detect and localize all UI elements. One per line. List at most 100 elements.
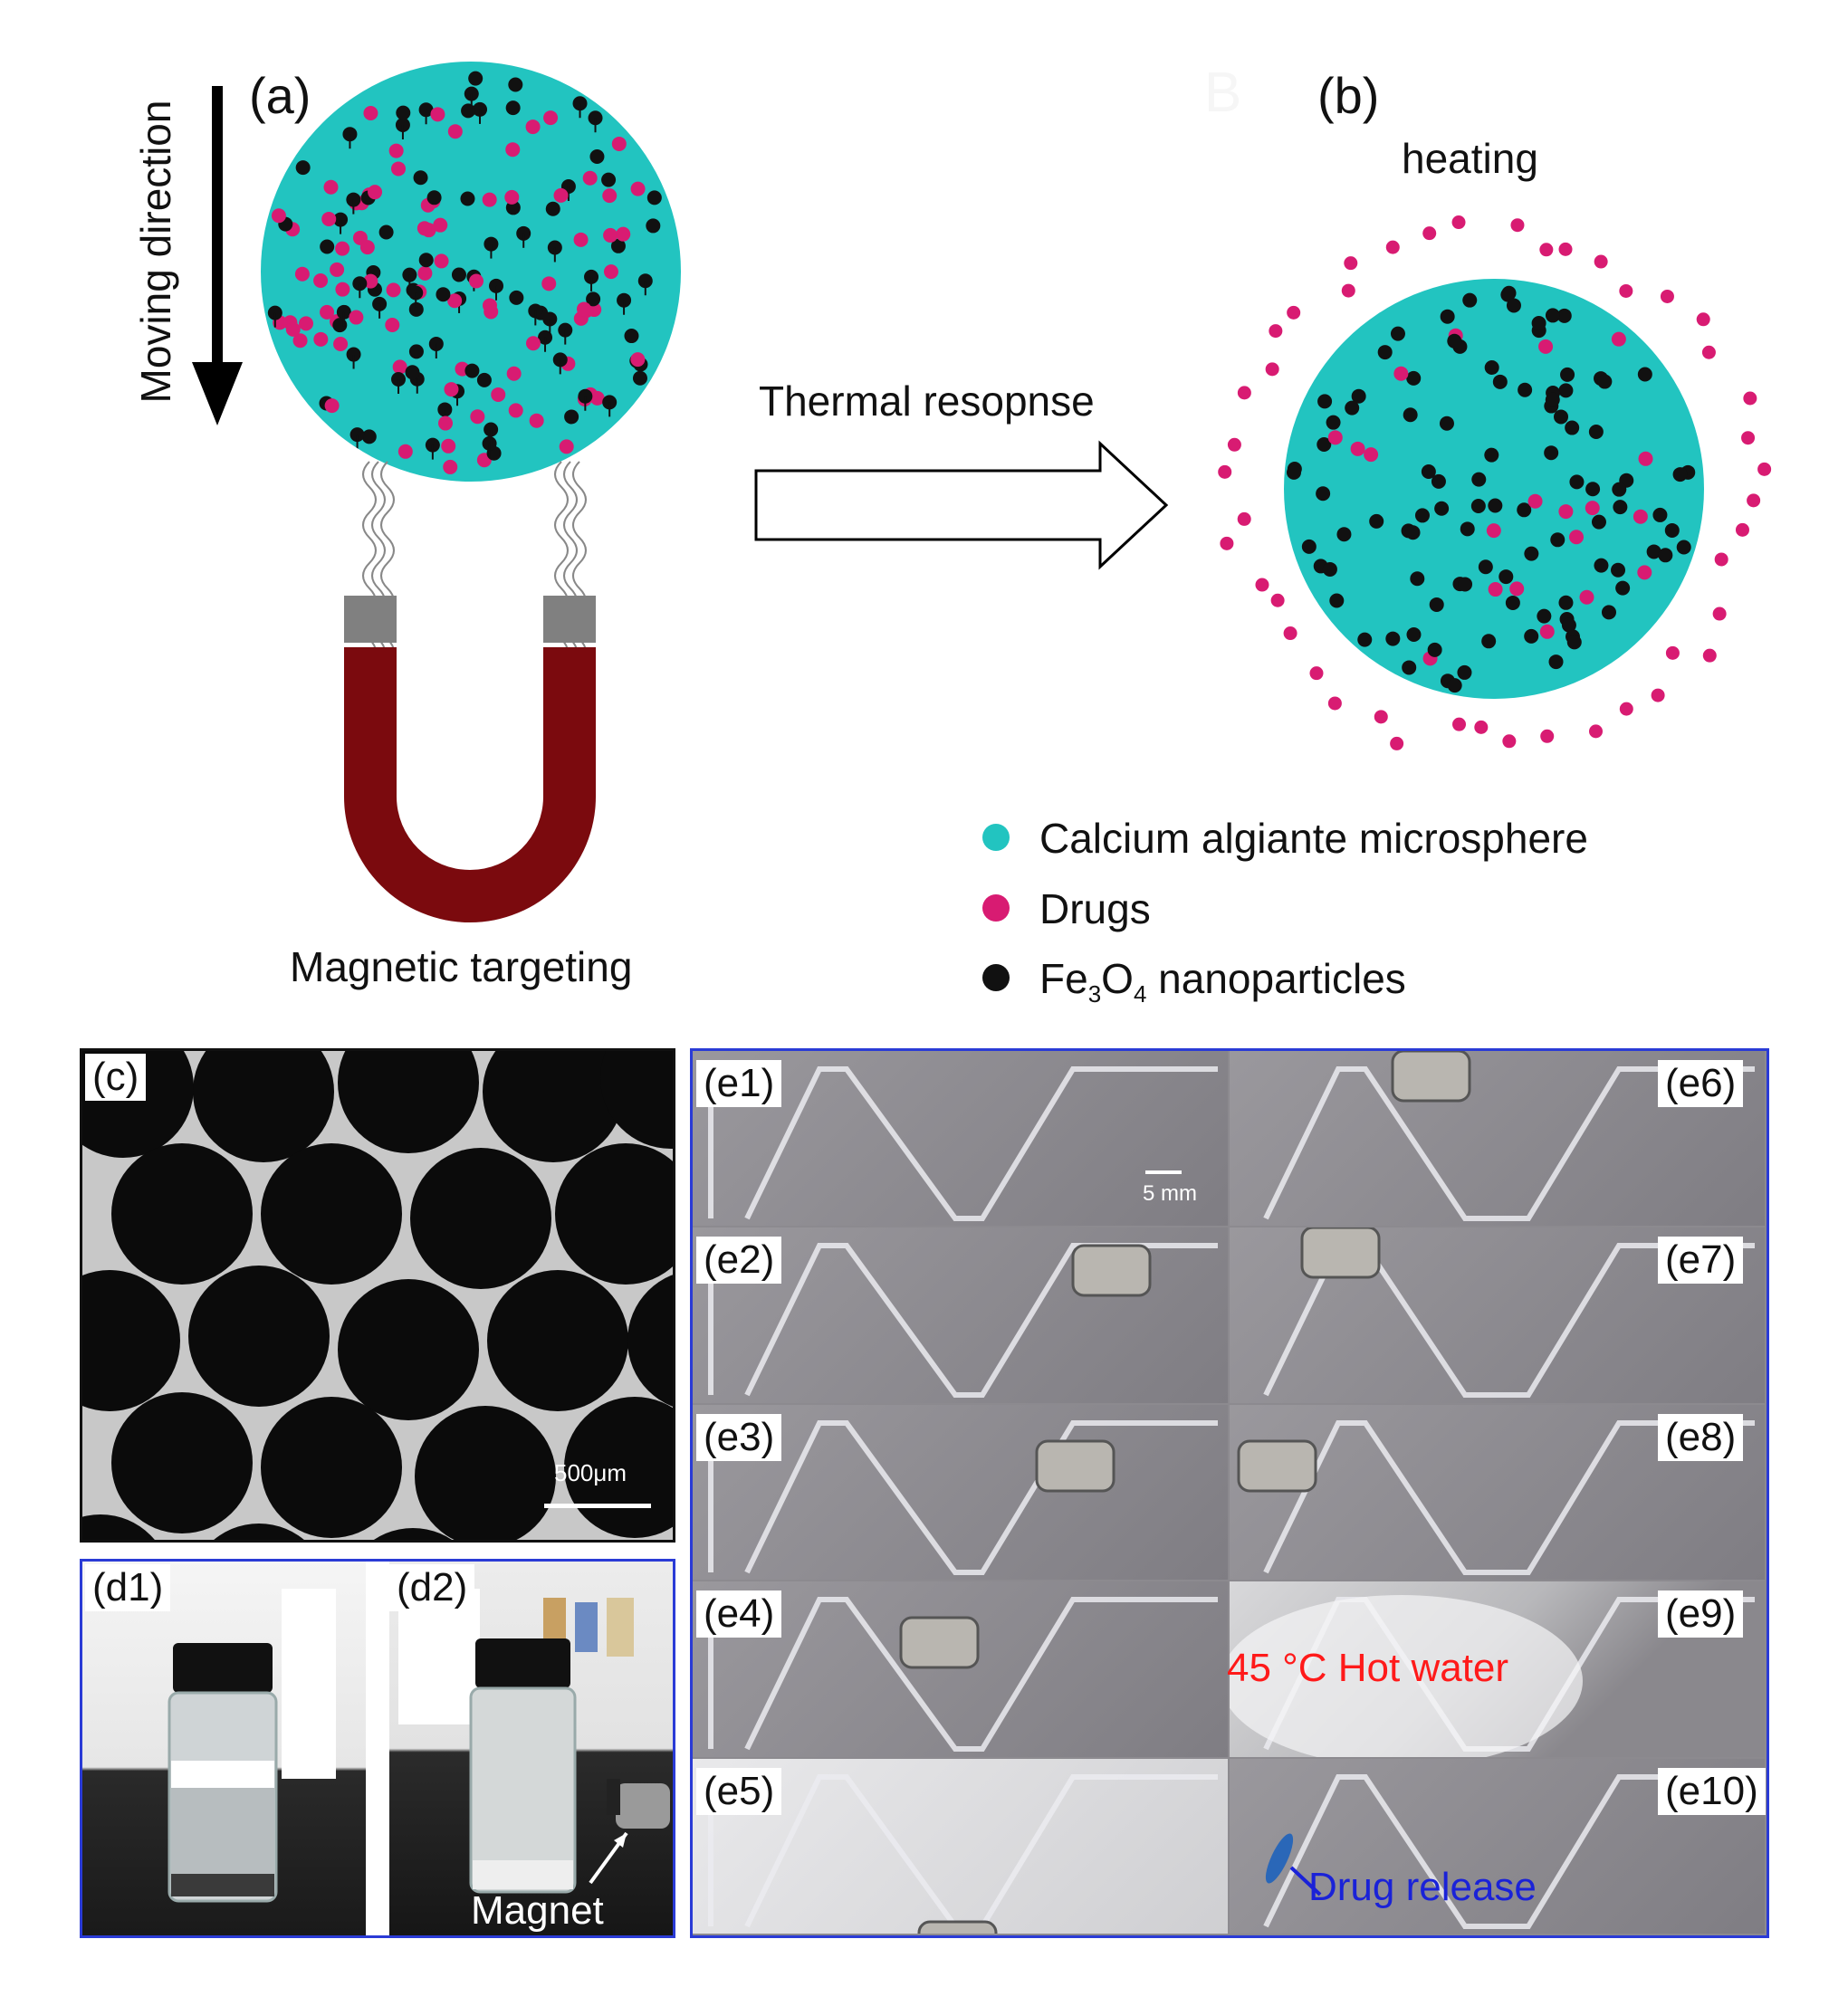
drug-particle (363, 105, 378, 120)
glass-tube (708, 1066, 1218, 1221)
drug-particle (1637, 565, 1652, 580)
nanoparticle (1558, 383, 1574, 398)
vial-d2 (398, 1589, 670, 1894)
drug-particle (1585, 501, 1600, 516)
tube-drawing (1237, 1419, 1755, 1575)
microsphere-b (1284, 279, 1704, 699)
drug-particle (508, 403, 523, 418)
glass-tube (1263, 1419, 1755, 1575)
nanoparticle (1484, 447, 1499, 463)
nanoparticle (1537, 608, 1552, 624)
nanoparticle (509, 290, 524, 305)
nanoparticle (1646, 544, 1661, 559)
nanoparticle (1329, 593, 1345, 608)
tube-drawing (1230, 1595, 1755, 1757)
legend-dot-nanoparticle (982, 964, 1010, 991)
released-drug-particle (1327, 696, 1342, 711)
released-drug-particle (1218, 464, 1232, 479)
released-drug-particle (1341, 283, 1355, 298)
drug-particle (603, 264, 618, 280)
nanoparticle (476, 372, 492, 387)
drug-particle (1538, 339, 1554, 354)
hot-water-label: 45 °C Hot water (1227, 1646, 1509, 1690)
scale-bar-e (1145, 1170, 1182, 1174)
nanoparticle (1637, 367, 1652, 382)
drug-particle (616, 226, 631, 242)
nanoparticle (361, 429, 377, 444)
nanoparticle (295, 160, 311, 176)
nanoparticle (378, 224, 394, 240)
legend-label-nanoparticles: Fe3O4 nanoparticles (1039, 955, 1406, 1008)
panel-a-label: (a) (249, 67, 311, 124)
tube-drawing (1263, 1773, 1755, 1929)
drug-particle (525, 119, 541, 135)
panel-c-micrograph (80, 1048, 675, 1543)
drug-particle (603, 227, 618, 243)
panel-e1-photo (693, 1051, 1228, 1227)
nanoparticle (1565, 420, 1580, 435)
drug-particle (630, 352, 646, 368)
nanoparticle (1566, 635, 1582, 650)
nanoparticle (1405, 525, 1421, 540)
cylinder-magnet (1300, 1227, 1381, 1279)
released-drug-particle (1220, 536, 1234, 550)
nanoparticle (508, 77, 523, 92)
nanoparticle (1531, 316, 1546, 331)
nanoparticle (464, 363, 480, 378)
released-drug-particle (1502, 734, 1517, 749)
panel-e5-photo (693, 1758, 1228, 1934)
panel-d1-photo (82, 1562, 366, 1935)
nanoparticle (632, 370, 647, 386)
released-drug-particle (1510, 218, 1525, 233)
drug-particle (392, 359, 407, 375)
drug-particle (285, 321, 301, 337)
nanoparticle (1301, 539, 1317, 554)
drug-particle (630, 181, 646, 196)
panel-c-label: (c) (85, 1054, 147, 1101)
nanoparticle (1458, 577, 1473, 592)
released-drug-particle (1390, 736, 1404, 750)
nanoparticle (1672, 467, 1688, 482)
drug-particle (330, 262, 345, 277)
magnet-body (344, 647, 596, 922)
nanoparticle (1478, 559, 1493, 575)
hot-water-bag (1230, 1595, 1583, 1757)
released-drug-particle (1619, 702, 1633, 716)
drug-particle (482, 192, 497, 207)
panel-e2-label: (e2) (696, 1237, 782, 1285)
nanoparticle (1594, 558, 1609, 573)
released-drug-particle (1701, 345, 1716, 359)
nanoparticle (624, 329, 639, 344)
nanoparticle (1427, 642, 1442, 657)
released-drug-particle (1696, 312, 1710, 327)
nanoparticle (1447, 678, 1462, 693)
drug-particle (386, 282, 401, 298)
nanoparticle (1471, 472, 1487, 487)
released-drug-particle (1227, 437, 1241, 452)
magnet-pole-left (344, 596, 397, 643)
drug-particle (313, 273, 329, 289)
released-drug-particle (1589, 724, 1604, 739)
drug-particle (529, 413, 544, 428)
nanoparticle (1612, 482, 1627, 497)
legend-label-microsphere: Calcium algiante microsphere (1039, 815, 1588, 862)
drug-particle (1558, 504, 1574, 520)
nanoparticle (1492, 374, 1508, 389)
nanoparticle (1506, 298, 1521, 313)
drug-particle (1488, 582, 1503, 597)
drug-particle (447, 124, 463, 139)
schematic-canvas (192, 62, 1772, 991)
released-drug-particle (1714, 552, 1728, 567)
nanoparticle (1385, 631, 1401, 646)
panel-e3-label: (e3) (696, 1413, 782, 1461)
released-drug-particle (1540, 729, 1555, 743)
nanoparticle (1351, 388, 1366, 404)
panel-d1-label: (d1) (85, 1564, 171, 1611)
released-drug-particle (1558, 242, 1573, 256)
drug-particle (417, 265, 433, 281)
drug-particle (313, 331, 329, 347)
drug-particle (1539, 624, 1555, 639)
drug-particle (417, 221, 432, 236)
nanoparticle (1597, 374, 1613, 389)
released-drug-blue (1265, 1833, 1294, 1884)
